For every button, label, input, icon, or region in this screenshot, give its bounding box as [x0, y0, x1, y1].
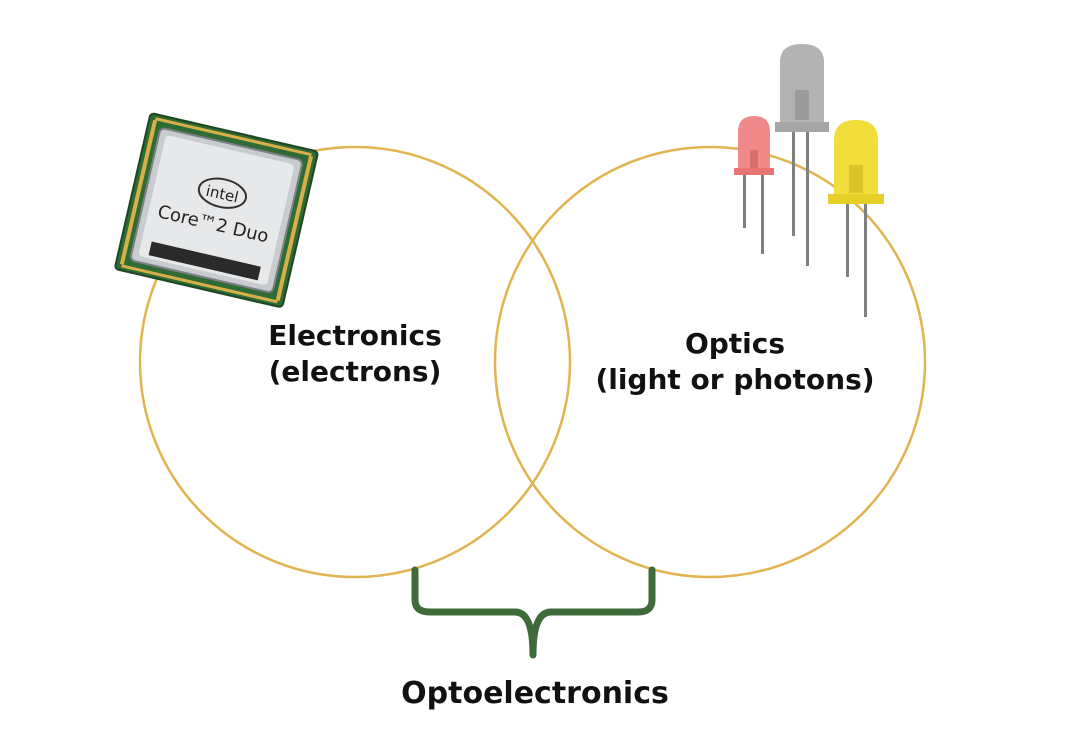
intersection-brace	[411, 566, 656, 659]
cpu-chip-icon: intel Core™2 Duo	[114, 112, 319, 308]
optics-subtitle: (light or photons)	[595, 363, 875, 396]
optics-label: Optics (light or photons)	[570, 326, 900, 398]
red-led-icon	[734, 116, 774, 254]
electronics-label: Electronics (electrons)	[215, 318, 495, 390]
yellow-led-icon	[828, 120, 884, 317]
optoelectronics-label: Optoelectronics	[401, 676, 669, 711]
electronics-title: Electronics	[268, 319, 442, 352]
optics-circle	[493, 145, 927, 579]
electronics-circle	[138, 145, 572, 579]
intel-logo-icon	[197, 177, 248, 209]
optics-title: Optics	[684, 327, 786, 360]
gray-led-icon	[775, 44, 829, 266]
electronics-subtitle: (electrons)	[268, 355, 442, 388]
